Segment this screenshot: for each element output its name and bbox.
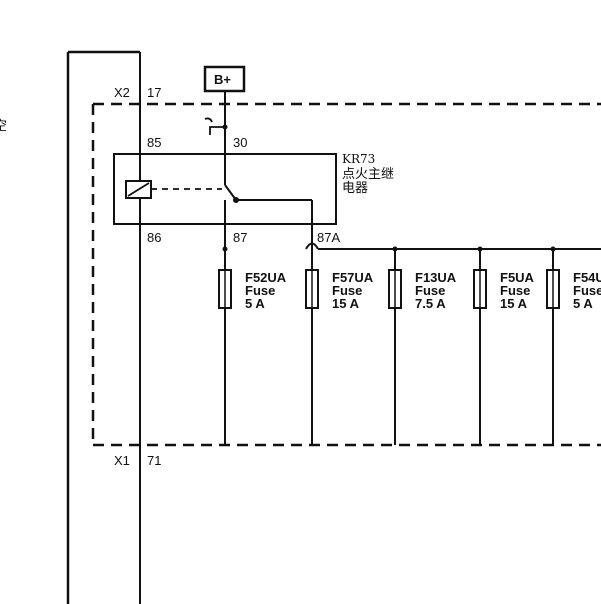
fuse-name: F13UA xyxy=(415,270,457,285)
relay-name-line2: 电器 xyxy=(342,181,368,196)
relay-id: KR73 xyxy=(342,152,375,166)
connector-x2-label: X2 xyxy=(114,85,130,100)
relay-coil xyxy=(125,180,152,199)
battery-plus-terminal: B+ xyxy=(203,65,246,93)
fuse-block-boundary xyxy=(91,102,601,447)
fuse-type: Fuse xyxy=(415,283,445,298)
relay-pin-30: 30 xyxy=(233,135,247,150)
fuse-name: F5UA xyxy=(500,270,535,285)
relay-pin-86: 86 xyxy=(147,230,161,245)
fuse-rating: 7.5 A xyxy=(415,296,446,311)
module-boundary xyxy=(66,50,140,604)
relay-pin-87: 87 xyxy=(233,230,247,245)
fuse-type: Fuse xyxy=(332,283,362,298)
fuse-rating: 5 A xyxy=(573,296,593,311)
ground-symbol xyxy=(204,117,225,135)
fuse-name: F54U xyxy=(573,270,601,285)
fuse-rating: 15 A xyxy=(332,296,360,311)
fuse-name: F57UA xyxy=(332,270,374,285)
relay-pin-85: 85 xyxy=(147,135,161,150)
left-edge-text: 空 xyxy=(0,119,7,134)
distribution-bus xyxy=(305,242,601,250)
fuse-name: F52UA xyxy=(245,270,287,285)
fuse-rating: 15 A xyxy=(500,296,528,311)
connector-x1-label: X1 xyxy=(114,453,130,468)
relay-switch xyxy=(224,184,313,239)
fuse-rating: 5 A xyxy=(245,296,265,311)
splice-dot xyxy=(392,246,398,252)
fuse-type: Fuse xyxy=(573,283,601,298)
splice-dot xyxy=(550,246,556,252)
splice-dot xyxy=(477,246,483,252)
connector-x1-pin: 71 xyxy=(147,453,161,468)
relay-pin-87a: 87A xyxy=(317,230,340,245)
connector-x2-pin: 17 xyxy=(147,85,161,100)
fuse-type: Fuse xyxy=(500,283,530,298)
battery-plus-label: B+ xyxy=(214,72,231,87)
relay-name-line1: 点火主继 xyxy=(342,167,394,182)
fuse-type: Fuse xyxy=(245,283,275,298)
